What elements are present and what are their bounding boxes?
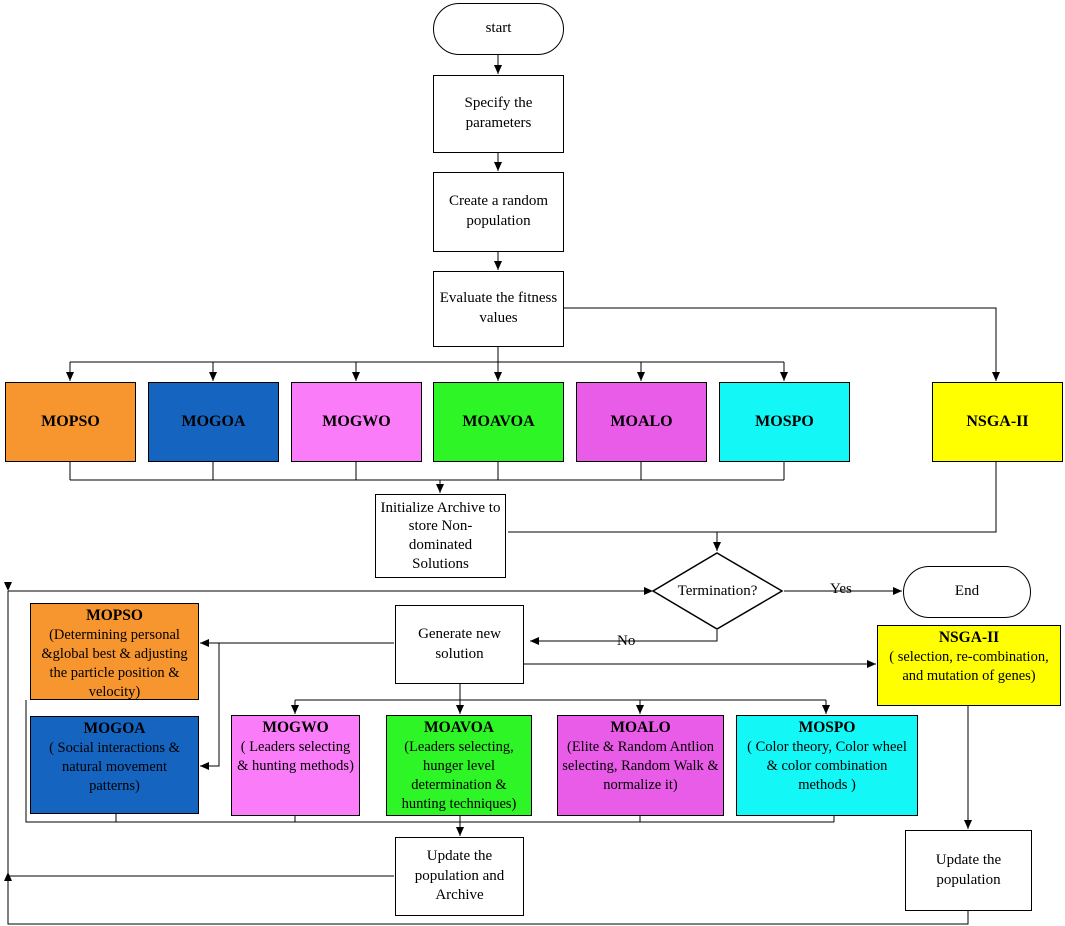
detail-mogwo: MOGWO ( Leaders selecting & hunting meth… bbox=[231, 715, 360, 816]
detail-nsga-ii-title: NSGA-II bbox=[938, 629, 1000, 646]
start-terminal: start bbox=[433, 3, 564, 55]
algorithm-mogoa: MOGOA bbox=[148, 382, 279, 462]
algorithm-mospo: MOSPO bbox=[719, 382, 850, 462]
algorithm-moavoa: MOAVOA bbox=[433, 382, 564, 462]
detail-mospo-title: MOSPO bbox=[798, 719, 856, 736]
update-population-step: Update the population bbox=[905, 830, 1032, 911]
no-label: No bbox=[617, 633, 636, 649]
end-terminal: End bbox=[903, 566, 1031, 618]
specify-parameters-step: Specify the parameters bbox=[433, 75, 564, 153]
detail-mogwo-text: ( Leaders selecting & hunting methods) bbox=[237, 739, 354, 774]
termination-label: Termination? bbox=[677, 582, 758, 599]
update-population-archive-step: Update the population and Archive bbox=[395, 837, 524, 916]
detail-mopso-text: (Determining personal &global best & adj… bbox=[41, 627, 188, 700]
detail-nsga-ii: NSGA-II ( selection, re-combination, and… bbox=[877, 625, 1061, 706]
yes-label: Yes bbox=[830, 581, 852, 597]
termination-diamond bbox=[651, 552, 784, 630]
algorithm-mogwo: MOGWO bbox=[291, 382, 422, 462]
detail-moavoa-title: MOAVOA bbox=[423, 719, 494, 736]
detail-mogoa-text: ( Social interactions & natural movement… bbox=[49, 740, 180, 794]
detail-moalo-text: (Elite & Random Antlion selecting, Rando… bbox=[562, 739, 719, 793]
detail-mospo: MOSPO ( Color theory, Color wheel & colo… bbox=[736, 715, 918, 816]
evaluate-fitness-step: Evaluate the fitness values bbox=[433, 271, 564, 347]
create-population-step: Create a random population bbox=[433, 172, 564, 252]
detail-mopso: MOPSO (Determining personal &global best… bbox=[30, 603, 199, 700]
generate-solution-step: Generate new solution bbox=[395, 605, 524, 684]
detail-nsga-ii-text: ( selection, re-combination, and mutatio… bbox=[889, 649, 1049, 684]
detail-mogoa-title: MOGOA bbox=[83, 720, 146, 737]
detail-mogoa: MOGOA ( Social interactions & natural mo… bbox=[30, 716, 199, 814]
algorithm-mopso: MOPSO bbox=[5, 382, 136, 462]
detail-moavoa-text: (Leaders selecting, hunger level determi… bbox=[401, 739, 517, 812]
algorithm-nsga-ii: NSGA-II bbox=[932, 382, 1063, 462]
detail-mopso-title: MOPSO bbox=[86, 607, 143, 624]
detail-mogwo-title: MOGWO bbox=[262, 719, 329, 736]
algorithm-moalo: MOALO bbox=[576, 382, 707, 462]
detail-moavoa: MOAVOA (Leaders selecting, hunger level … bbox=[386, 715, 532, 816]
detail-mospo-text: ( Color theory, Color wheel & color comb… bbox=[747, 739, 907, 793]
initialize-archive-step: Initialize Archive to store Non-dominate… bbox=[375, 494, 506, 578]
detail-moalo: MOALO (Elite & Random Antlion selecting,… bbox=[557, 715, 724, 816]
detail-moalo-title: MOALO bbox=[610, 719, 671, 736]
